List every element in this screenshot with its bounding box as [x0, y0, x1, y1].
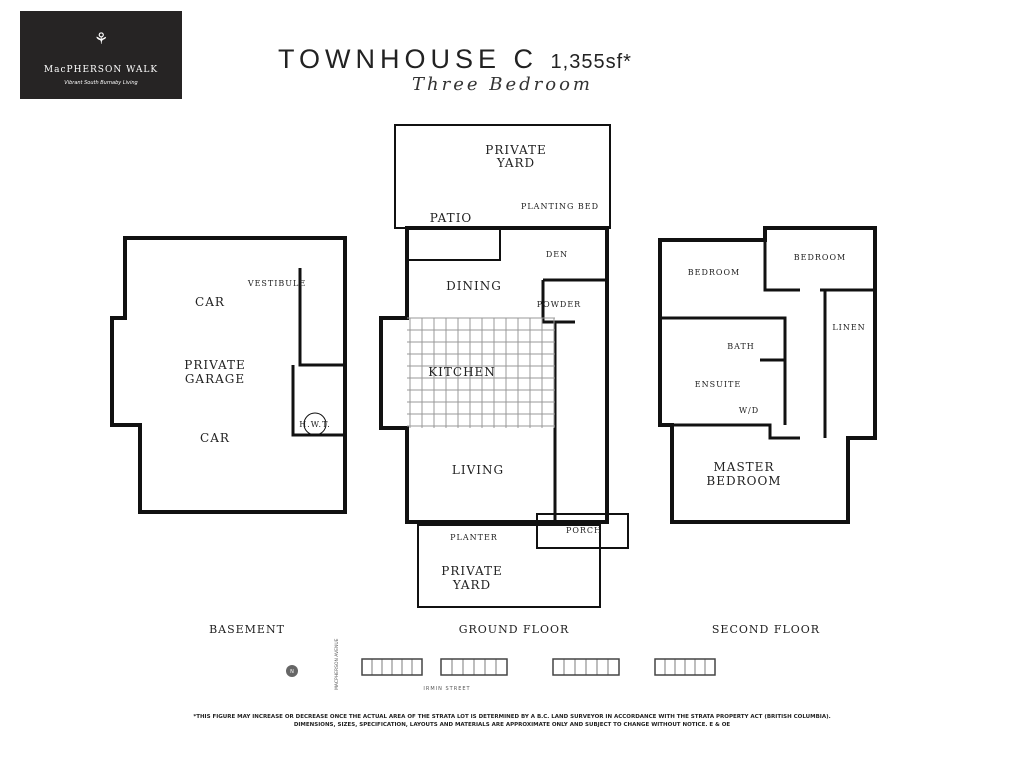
room-car: CAR	[195, 295, 225, 309]
room-planter: PLANTER	[450, 533, 498, 542]
room-yard: PRIVATE	[485, 143, 546, 157]
compass-label: N	[290, 669, 294, 675]
floor-label-ground: GROUND FLOOR	[459, 623, 570, 636]
room-dining: DINING	[446, 279, 502, 293]
basement-outline	[110, 236, 347, 514]
logo-name: MacPHERSON WALK	[43, 65, 159, 75]
ground-outline	[379, 226, 609, 524]
room-garage: GARAGE	[185, 372, 245, 386]
page-subtitle: Three Bedroom	[412, 74, 593, 95]
room-linen: LINEN	[832, 323, 865, 332]
room-bath: BATH	[727, 342, 755, 351]
ground-yard-outline	[394, 124, 611, 229]
room-living: LIVING	[452, 463, 504, 477]
disclaimer: *THIS FIGURE MAY INCREASE OR DECREASE ON…	[193, 714, 831, 720]
compass-icon	[286, 665, 298, 677]
room-den: DEN	[546, 250, 568, 259]
room-hwt: H.W.T.	[299, 420, 331, 429]
floor-label-second: SECOND FLOOR	[712, 623, 820, 636]
room-bedroom: BEDROOM	[794, 253, 846, 262]
room-yard: YARD	[452, 578, 491, 592]
room-wd: W/D	[739, 406, 759, 415]
room-master: MASTER	[714, 460, 775, 474]
room-porch: PORCH	[566, 526, 602, 535]
logo-tagline: Vibrant South Burnaby Living	[64, 80, 138, 86]
room-garage: PRIVATE	[184, 358, 245, 372]
page-title: TOWNHOUSE C 1,355sf*	[278, 44, 632, 75]
unit-name: TOWNHOUSE C	[278, 44, 539, 74]
kitchen-tile-grid	[407, 317, 555, 428]
second-outline	[658, 226, 877, 524]
room-yard: YARD	[496, 156, 535, 170]
room-ensuite: ENSUITE	[695, 380, 741, 389]
walls	[110, 124, 877, 608]
floor-label-basement: BASEMENT	[209, 623, 285, 636]
room-powder: POWDER	[537, 300, 581, 309]
room-car: CAR	[200, 431, 230, 445]
logo: ⚘ MacPHERSON WALK Vibrant South Burnaby …	[20, 11, 182, 99]
room-planting-bed: PLANTING BED	[521, 202, 599, 211]
disclaimer: DIMENSIONS, SIZES, SPECIFICATION, LAYOUT…	[293, 722, 731, 728]
keyplan: N MACPHERSON AVENUE IRMIN STREET	[286, 638, 716, 692]
room-labels: CAR VESTIBULE PRIVATE GARAGE CAR H.W.T. …	[184, 143, 865, 636]
plant-urn-icon: ⚘	[93, 29, 109, 48]
street-label: MACPHERSON AVENUE	[334, 638, 340, 690]
water-heater	[303, 412, 327, 436]
room-yard: PRIVATE	[441, 564, 502, 578]
street-label: IRMIN STREET	[423, 686, 470, 692]
room-patio: PATIO	[430, 211, 473, 225]
room-master: BEDROOM	[706, 474, 781, 488]
room-vestibule: VESTIBULE	[247, 279, 306, 288]
room-bedroom: BEDROOM	[688, 268, 740, 277]
unit-area: 1,355sf*	[550, 51, 632, 73]
room-kitchen: KITCHEN	[428, 365, 496, 379]
